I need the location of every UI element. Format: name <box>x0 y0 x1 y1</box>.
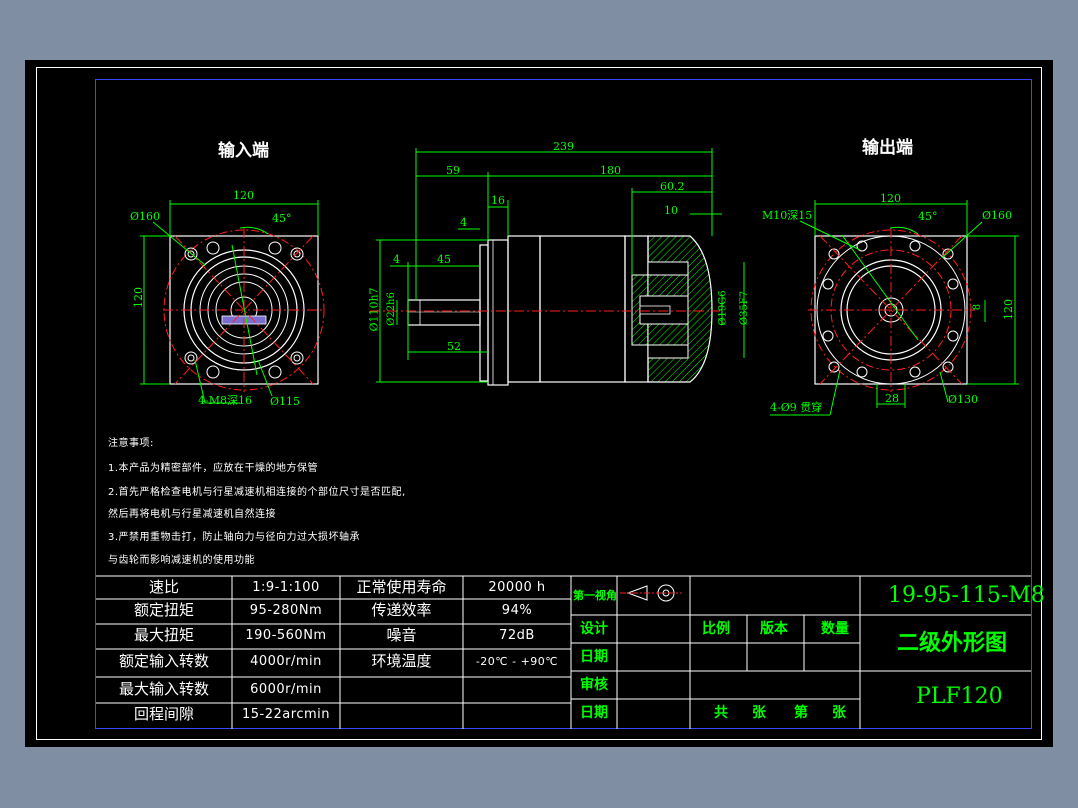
spec-temp-label: 环境温度 <box>371 652 432 670</box>
dim-out-phi130: Ø130 <box>948 393 979 406</box>
spec-ratio-label: 速比 <box>148 578 179 596</box>
dim-side-phi110: Ø110h7 <box>367 287 381 332</box>
spec-ratio-value: 1:9-1:100 <box>252 580 320 595</box>
notes-line-1: 1.本产品为精密部件，应放在干燥的地方保管 <box>108 463 319 474</box>
tb-date2: 日期 <box>580 705 608 721</box>
dim-out-holes: 4-Ø9 贯穿 <box>770 401 823 414</box>
spec-backlash-value: 15-22arcmin <box>242 707 330 722</box>
dim-in-phi115: Ø115 <box>270 395 301 408</box>
tb-sheet-unit-1: 张 <box>752 705 766 721</box>
spec-rated-speed-label: 额定输入转数 <box>118 652 209 670</box>
notes-line-4: 3.严禁用重物击打，防止轴向力与径向力过大损坏轴承 <box>108 532 361 543</box>
dim-out-120v: 120 <box>1002 299 1015 320</box>
tb-drawing-number: 19-95-115-M8 <box>888 583 1045 608</box>
dim-in-holes: 4-M8深16 <box>198 394 252 407</box>
dim-side-180: 180 <box>600 164 621 177</box>
dim-side-4b: 4 <box>393 253 400 266</box>
input-end-view <box>140 200 325 404</box>
output-view-title: 输出端 <box>862 138 913 158</box>
tb-scale: 比例 <box>702 621 730 637</box>
dim-side-45: 45 <box>437 253 451 266</box>
dim-out-8: 8 <box>972 303 984 311</box>
tb-sheet-no: 第 <box>794 705 808 721</box>
spec-life-value: 20000 h <box>488 580 546 595</box>
tb-version: 版本 <box>760 621 788 637</box>
dim-side-4a: 4 <box>460 216 467 229</box>
notes-heading: 注意事项: <box>108 438 154 449</box>
spec-max-torque-value: 190-560Nm <box>245 628 327 643</box>
notes-line-5: 与齿轮而影响减速机的使用功能 <box>108 555 255 566</box>
dim-side-phi19: Ø19G6 <box>717 290 729 326</box>
inner-border <box>95 79 1032 729</box>
dim-side-60-2: 60.2 <box>660 180 685 193</box>
tb-drawing-name: 二级外形图 <box>897 630 1008 656</box>
dim-side-52: 52 <box>447 340 461 353</box>
tb-date1: 日期 <box>580 649 608 665</box>
tb-projection: 第一视角 <box>573 589 617 602</box>
spec-rated-speed-value: 4000r/min <box>250 654 322 669</box>
dim-in-45: 45° <box>272 212 292 225</box>
input-pcd-circle <box>163 229 325 391</box>
spec-max-torque-label: 最大扭矩 <box>133 626 194 644</box>
table-grid <box>96 575 1031 729</box>
tb-check: 审核 <box>580 677 608 693</box>
dim-out-28: 28 <box>885 392 899 405</box>
spec-efficiency-label: 传递效率 <box>371 601 432 619</box>
dim-side-59: 59 <box>446 164 460 177</box>
outer-border <box>36 67 1042 740</box>
input-view-title: 输入端 <box>218 141 269 161</box>
spec-noise-label: 噪音 <box>386 626 417 644</box>
projection-symbol-icon <box>620 584 682 602</box>
notes-line-3: 然后再将电机与行星减速机自然连接 <box>108 509 276 520</box>
spec-backlash-label: 回程间隙 <box>133 705 194 723</box>
spec-life-label: 正常使用寿命 <box>356 578 447 596</box>
dim-side-phi35: Ø35F7 <box>739 290 751 326</box>
output-end-view <box>770 200 1019 416</box>
dim-out-120: 120 <box>880 192 901 205</box>
spec-max-speed-value: 6000r/min <box>250 682 322 697</box>
dim-in-120: 120 <box>233 189 254 202</box>
dim-out-phi160: Ø160 <box>982 209 1013 222</box>
tb-total: 共 <box>714 705 728 721</box>
dim-out-45: 45° <box>918 210 938 223</box>
spec-efficiency-value: 94% <box>501 603 533 618</box>
notes-line-2: 2.首先严格检查电机与行星减速机相连接的个部位尺寸是否匹配, <box>108 487 406 498</box>
spec-noise-value: 72dB <box>499 628 535 643</box>
dim-side-phi22: Ø22h6 <box>385 292 397 326</box>
spec-rated-torque-label: 额定扭矩 <box>133 601 194 619</box>
dim-in-phi160: Ø160 <box>130 210 161 223</box>
dim-out-m10: M10深15 <box>762 209 813 222</box>
dim-side-10: 10 <box>664 204 678 217</box>
tb-quantity: 数量 <box>821 621 849 637</box>
dim-side-16: 16 <box>491 194 505 207</box>
spec-rated-torque-value: 95-280Nm <box>249 603 323 618</box>
tb-sheet-unit-2: 张 <box>832 705 846 721</box>
dim-in-120v: 120 <box>132 287 145 308</box>
tb-design: 设计 <box>580 621 608 637</box>
dim-side-239: 239 <box>553 140 574 153</box>
spec-temp-value: -20℃ - +90℃ <box>475 655 559 668</box>
spec-max-speed-label: 最大输入转数 <box>118 680 209 698</box>
tb-model: PLF120 <box>916 684 1003 709</box>
side-section-view <box>370 148 745 386</box>
